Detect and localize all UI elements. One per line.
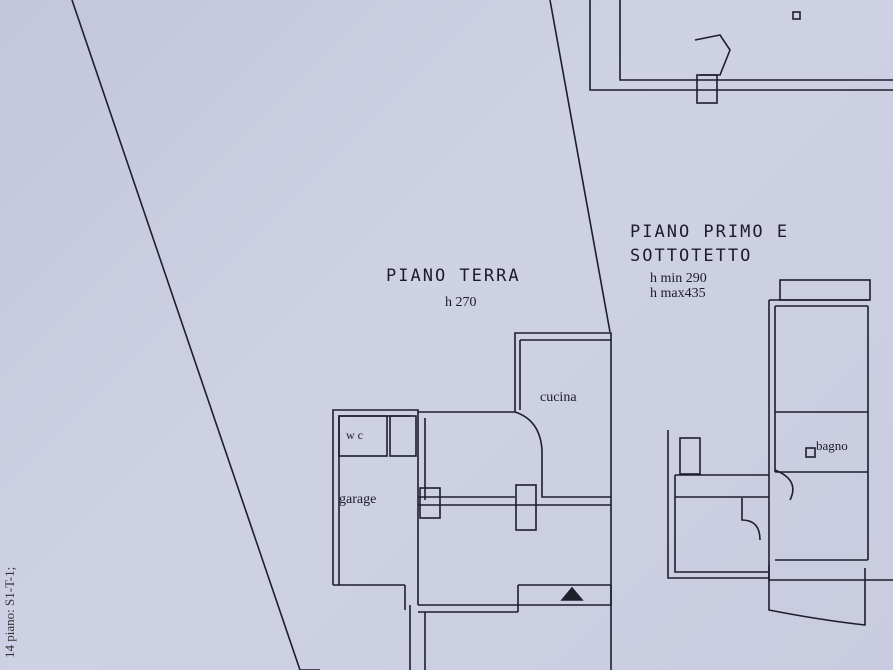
first-floor-title-line2: SOTTOTETTO [630,246,753,266]
ground-floor-title: PIANO TERRA [386,266,521,286]
ground-floor-height: h 270 [445,295,477,310]
first-floor-title-line1: PIANO PRIMO E [630,222,790,242]
room-label-bathroom: bagno [816,438,848,453]
upper-floor-plan-fragment [589,0,893,104]
first-floor-plan [667,279,893,626]
boundary-line-right [549,0,611,333]
room-label-wc: w c [346,428,363,442]
first-floor-h-max: h max435 [650,286,706,301]
room-label-kitchen: cucina [540,390,577,405]
margin-note: 14 piano: S1-T-1; [2,566,17,658]
first-floor-h-min: h min 290 [650,271,707,286]
boundary-line-left [71,0,301,670]
room-label-garage: garage [339,492,377,507]
ground-floor-plan [332,332,612,670]
